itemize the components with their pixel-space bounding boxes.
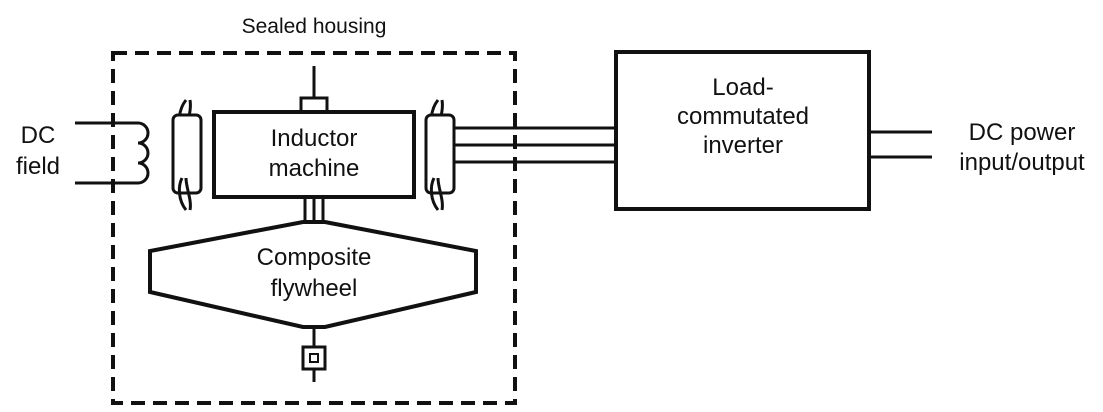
shaft-middle bbox=[303, 197, 325, 222]
three-phase-connection bbox=[454, 126, 616, 164]
right-end-winding bbox=[424, 99, 456, 211]
flywheel-label-line2: flywheel bbox=[271, 275, 358, 302]
inductor-machine-label-line2: machine bbox=[269, 155, 360, 182]
flywheel-label-line1: Composite bbox=[257, 244, 372, 271]
dc-power-leads bbox=[869, 130, 932, 159]
dc-field-label-line2: field bbox=[16, 153, 60, 180]
dc-power-label-line1: DC power bbox=[969, 119, 1076, 146]
sealed-housing-label: Sealed housing bbox=[242, 15, 387, 38]
inverter-label-line2: commutated bbox=[677, 103, 809, 130]
inverter-label-line3: inverter bbox=[703, 132, 783, 159]
dc-field-label-line1: DC bbox=[21, 122, 56, 149]
inverter-label-line1: Load- bbox=[712, 74, 773, 101]
shaft-top bbox=[299, 66, 329, 116]
inductor-machine-label-line1: Inductor bbox=[271, 125, 358, 152]
sealed-housing-boundary bbox=[111, 51, 517, 405]
left-end-winding bbox=[171, 99, 203, 211]
dc-power-label-line2: input/output bbox=[959, 149, 1085, 176]
shaft-bottom bbox=[301, 327, 327, 382]
dc-field-coil bbox=[75, 121, 150, 185]
load-commutated-inverter-box bbox=[614, 50, 871, 211]
composite-flywheel bbox=[148, 220, 478, 329]
